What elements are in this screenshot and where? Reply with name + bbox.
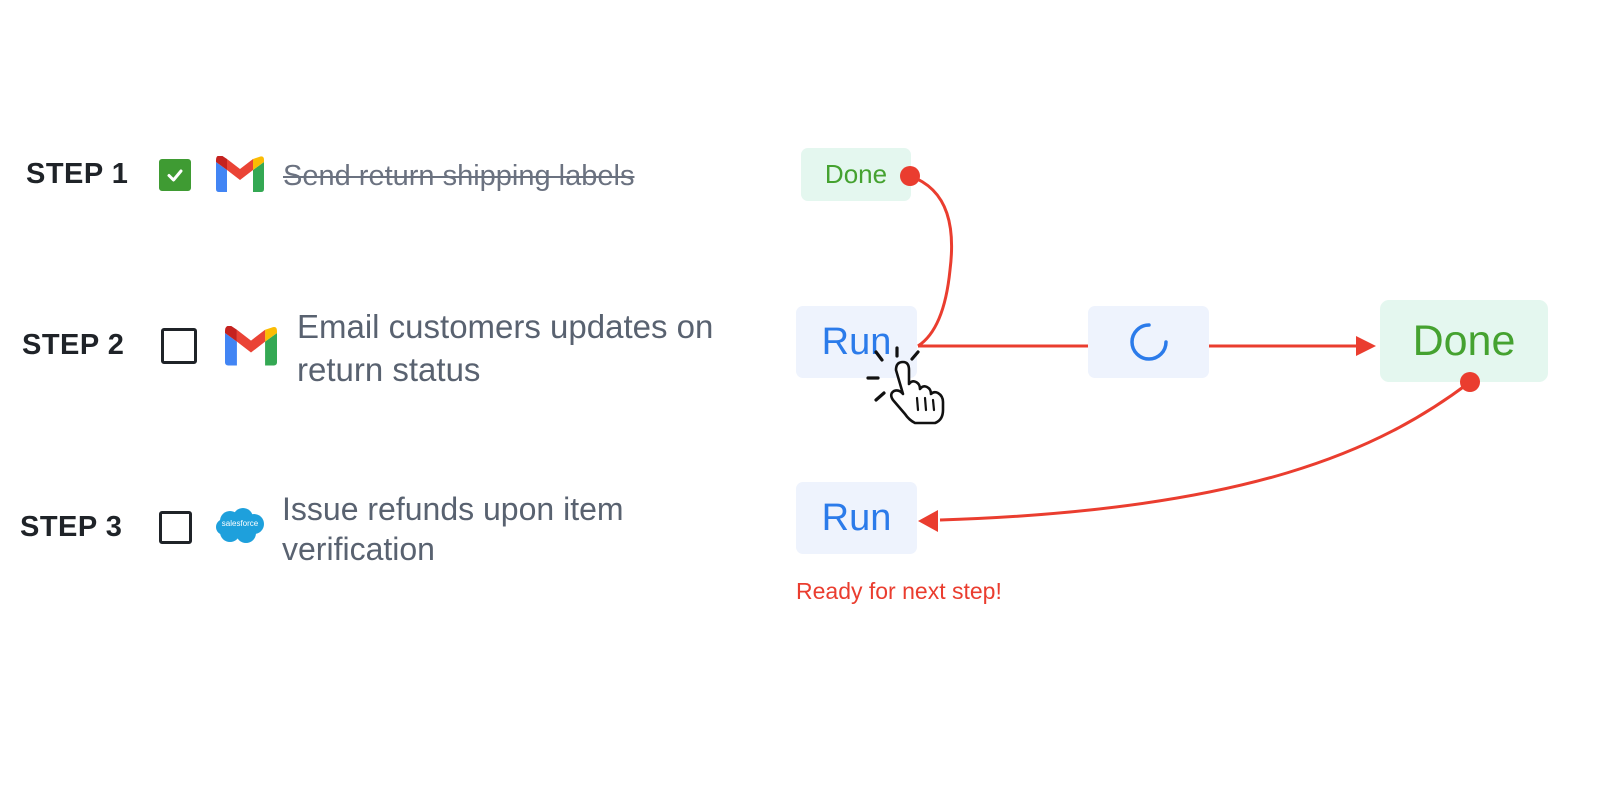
step-2-label: STEP 2 (22, 329, 125, 361)
step-3-task-line-1: Issue refunds upon item (282, 491, 624, 527)
step-3-checkbox[interactable] (159, 511, 192, 544)
step-3-task-line-2: verification (282, 531, 435, 567)
gmail-icon (225, 325, 277, 366)
step-1-checkbox[interactable] (159, 159, 191, 191)
step-3-task: Issue refunds upon item verification (282, 489, 624, 569)
step-2-task-line-2: return status (297, 351, 481, 388)
salesforce-wordmark: salesforce (221, 519, 259, 528)
ready-status-text: Ready for next step! (796, 578, 1002, 604)
connector-done-to-step3 (939, 380, 1471, 522)
salesforce-icon: salesforce (216, 507, 264, 545)
step-2-checkbox[interactable] (161, 328, 197, 364)
step-3-run-button[interactable]: Run (796, 482, 917, 554)
step-1-done-button[interactable]: Done (801, 148, 911, 201)
spinner-icon (1129, 323, 1168, 361)
step-2-run-button[interactable]: Run (796, 306, 917, 378)
checkmark-icon (167, 169, 183, 182)
gmail-icon (216, 155, 264, 192)
step-1-task: Send return shipping labels (283, 160, 635, 192)
loading-button (1088, 306, 1209, 378)
step-1-label: STEP 1 (26, 158, 129, 190)
arrowhead-icon (918, 510, 938, 532)
step-2-task: Email customers updates on return status (297, 305, 713, 391)
result-done-button[interactable]: Done (1380, 300, 1548, 382)
step-2-task-line-1: Email customers updates on (297, 308, 714, 345)
arrowhead-icon (1356, 336, 1376, 356)
step-3-label: STEP 3 (20, 511, 123, 543)
